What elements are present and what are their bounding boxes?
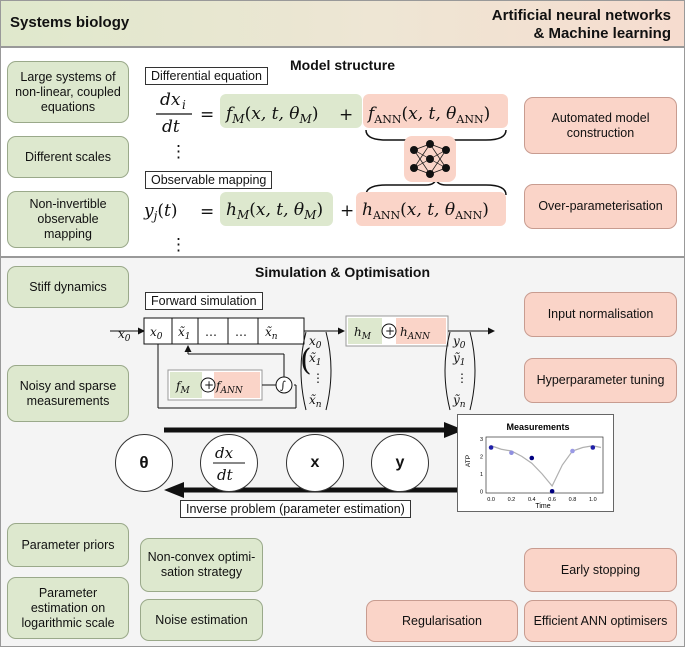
inverse-problem-label: Inverse problem (parameter estimation): [180, 500, 411, 518]
plot-point: [549, 488, 555, 494]
svg-text:+: +: [340, 201, 354, 221]
challenge-non-convex: Non-convex optimi-sation strategy: [140, 538, 263, 592]
svg-text:=: =: [200, 202, 214, 222]
plot-y-tick: 1: [480, 472, 483, 478]
challenge-over-parameterisation: Over-parameterisation: [524, 184, 677, 229]
svg-text:dt: dt: [162, 117, 180, 137]
neural-network-icon: [404, 136, 456, 182]
challenge-regularisation: Regularisation: [366, 600, 518, 642]
challenge-different-scales: Different scales: [7, 136, 129, 178]
challenge-efficient-optimisers: Efficient ANN optimisers: [524, 600, 677, 642]
svg-text:x̃n: x̃n: [309, 393, 322, 410]
header-right-line2: & Machine learning: [533, 25, 671, 42]
svg-text:dt: dt: [217, 466, 234, 484]
observable-mapping-label: Observable mapping: [145, 171, 273, 189]
plot-x-tick: 0.0: [487, 497, 495, 503]
plot-x-tick: 0.8: [569, 497, 577, 503]
svg-text:=: =: [200, 105, 214, 125]
plot-point: [529, 455, 535, 461]
svg-text:hM(x, t, θM): hM(x, t, θM): [226, 200, 323, 222]
simulation-title: Simulation & Optimisation: [254, 264, 430, 280]
svg-text:⋮: ⋮: [170, 142, 187, 162]
svg-text:…: …: [235, 325, 247, 339]
plot-x-tick: 0.2: [508, 497, 516, 503]
svg-text:⋮: ⋮: [312, 371, 324, 385]
hann-term-bg: [356, 192, 506, 226]
plot-y-tick: 0: [480, 489, 483, 495]
challenge-log-scale: Parameter estimation on logarithmic scal…: [7, 577, 129, 639]
y-circle: y: [371, 434, 429, 492]
svg-text:yj(t): yj(t): [143, 201, 177, 223]
measurements-plot-svg: Measurements ATP Time 0.0 0.2 0.4 0.6 0.8 1.0…: [465, 422, 604, 510]
plot-ylabel: ATP: [465, 455, 472, 467]
svg-text:fM(x, t, θM): fM(x, t, θM): [224, 104, 318, 126]
svg-text:fANN(x, t, θANN): fANN(x, t, θANN): [366, 104, 490, 126]
plot-point: [488, 445, 494, 450]
challenge-hyperparameter-tuning: Hyperparameter tuning: [524, 358, 677, 403]
svg-text:ỹn: ỹn: [452, 393, 466, 410]
header-right-line1: Artificial neural networks: [491, 7, 671, 24]
plot-fit-line: [490, 445, 602, 488]
challenge-parameter-priors: Parameter priors: [7, 523, 129, 567]
plot-point: [570, 448, 575, 454]
plot-point: [590, 445, 596, 450]
svg-text:+: +: [385, 324, 395, 338]
plot-frame: [485, 436, 604, 494]
svg-text:ỹ1: ỹ1: [452, 351, 466, 368]
header-right-title: Artificial neural networks & Machine lea…: [492, 7, 671, 43]
plot-point: [509, 450, 514, 456]
differential-equation-label: Differential equation: [145, 67, 268, 85]
plot-title: Measurements: [506, 422, 569, 432]
plot-y-tick: 2: [480, 454, 483, 460]
plot-y-tick: 3: [480, 437, 483, 443]
svg-text:i: i: [182, 98, 186, 112]
x-circle: x: [286, 434, 344, 492]
forward-simulation-label: Forward simulation: [145, 292, 263, 310]
fm-term-bg: [220, 94, 362, 128]
dxdt-circle: dx dt: [200, 434, 258, 492]
svg-text:∫: ∫: [280, 379, 286, 392]
challenge-non-invertible: Non-invertible observable mapping: [7, 191, 129, 248]
svg-text:dx: dx: [160, 90, 181, 110]
svg-text:hANN(x, t, θANN): hANN(x, t, θANN): [362, 200, 489, 222]
svg-text:+: +: [204, 378, 214, 392]
svg-text:…: …: [205, 325, 217, 339]
svg-text:⋮: ⋮: [170, 235, 187, 252]
fann-term-bg: [363, 94, 508, 128]
header-banner: [0, 0, 685, 47]
challenge-noise-estimation: Noise estimation: [140, 599, 263, 641]
header-left-title: Systems biology: [10, 14, 130, 31]
svg-text:x0: x0: [118, 327, 131, 344]
model-structure-title: Model structure: [289, 57, 395, 73]
hm-term-bg: [220, 192, 333, 226]
measurements-plot: Measurements ATP Time 0.0 0.2 0.4 0.6 0.8 1.0…: [457, 414, 614, 512]
theta-circle: θ: [115, 434, 173, 492]
observable-equation-svg: hM(x, t, θM) + hANN(x, t, θANN): [226, 200, 489, 222]
challenge-automated-construction: Automated model construction: [524, 97, 677, 154]
svg-text:(: (: [300, 343, 312, 378]
plot-x-tick: 1.0: [589, 497, 597, 503]
svg-text:⋮: ⋮: [456, 371, 468, 385]
forward-simulation-diagram: x0 x0 x̃1 … … x̃n hM + hANN fM + fANN ∫: [110, 315, 495, 411]
svg-text:+: +: [339, 105, 353, 125]
svg-text:dx: dx: [215, 444, 234, 462]
plot-x-tick: 0.4: [528, 497, 536, 503]
plot-xlabel: Time: [535, 503, 550, 510]
challenge-input-normalisation: Input normalisation: [524, 292, 677, 337]
challenge-large-systems: Large systems of non-linear, coupled equ…: [7, 61, 129, 123]
svg-text:y0: y0: [452, 334, 466, 351]
challenge-early-stopping: Early stopping: [524, 548, 677, 592]
plot-x-tick: 0.6: [548, 497, 556, 503]
challenge-stiff-dynamics: Stiff dynamics: [7, 266, 129, 308]
challenge-noisy-measurements: Noisy and sparse measurements: [7, 365, 129, 422]
